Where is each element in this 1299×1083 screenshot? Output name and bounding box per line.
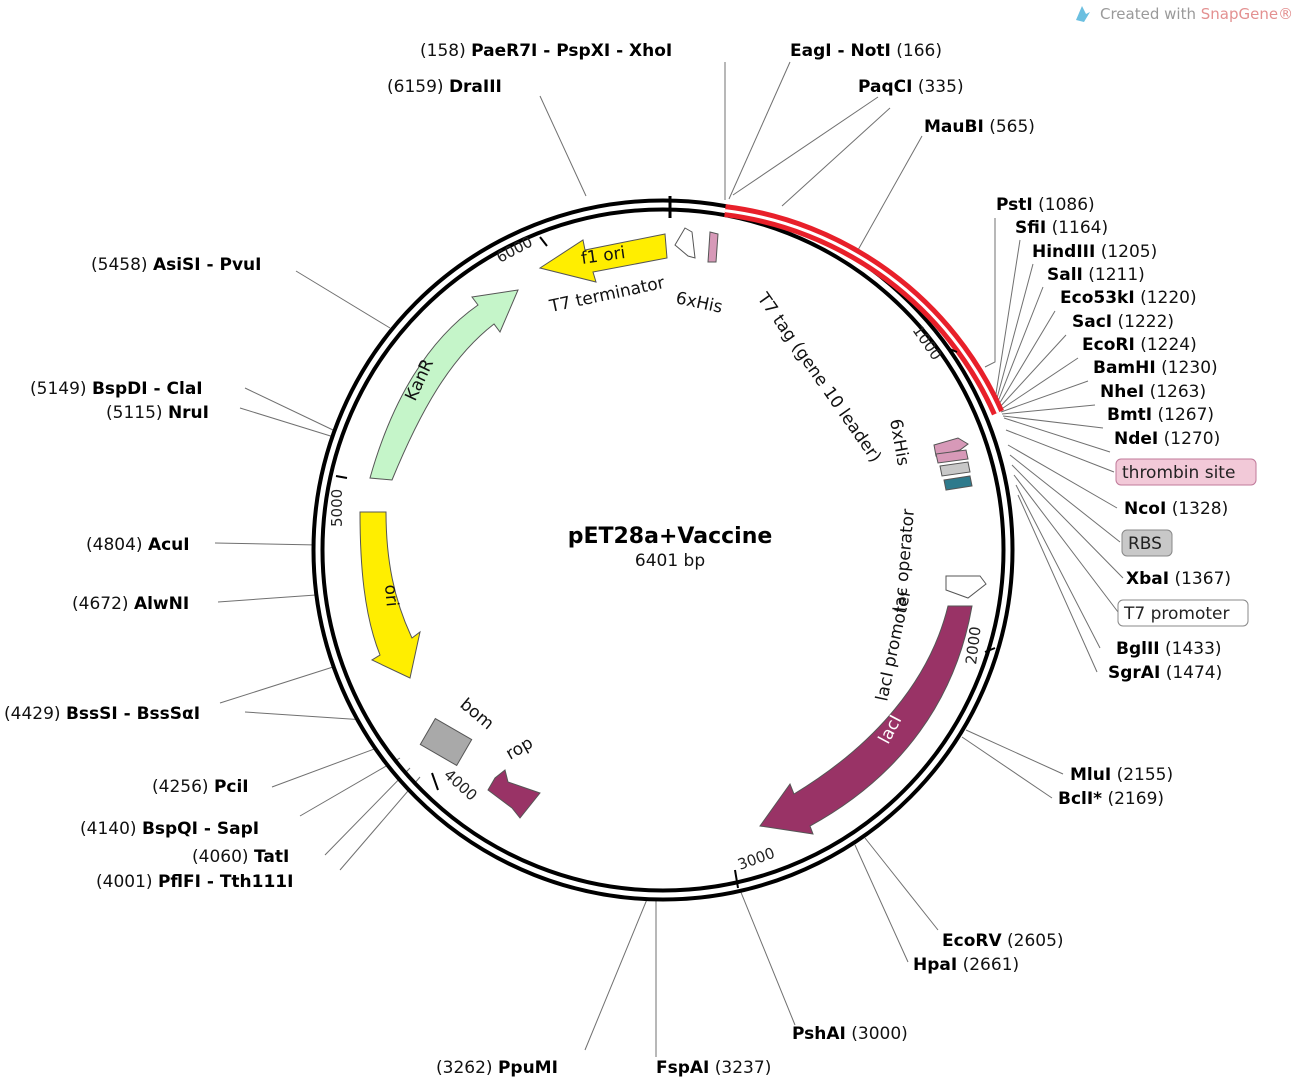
site-bamhi: BamHI (1230) — [1093, 358, 1218, 378]
tick-label-5000: 5000 — [328, 489, 346, 527]
snapgene-logo-icon — [1076, 6, 1090, 22]
site-pcii: (4256) PciI — [152, 777, 249, 797]
site-bmti: BmtI (1267) — [1107, 405, 1214, 425]
rbs-box — [939, 461, 971, 477]
laci-arrow — [759, 605, 973, 835]
site-paer7i: (158) PaeR7I - PspXI - XhoI — [420, 41, 672, 61]
tick-marks — [335, 236, 996, 889]
svg-text:thrombin site: thrombin site — [1122, 463, 1235, 483]
site-asisi: (5458) AsiSI - PvuI — [91, 255, 261, 275]
features — [359, 227, 987, 835]
site-nhei: NheI (1263) — [1100, 382, 1206, 402]
f1-ori-arrow — [538, 233, 668, 283]
site-ppumi: (3262) PpuMI — [436, 1058, 558, 1078]
lac-operator-arrow — [945, 575, 987, 599]
6xhis-top-box — [707, 231, 719, 263]
bom-box — [419, 717, 473, 767]
site-ecorv: EcoRV (2605) — [942, 931, 1064, 951]
label-laci-promoter: lacI promoter — [872, 588, 915, 703]
boxed-labels: thrombin site RBS T7 promoter — [1115, 458, 1257, 627]
svg-text:Created with SnapGene®: Created with SnapGene® — [1100, 5, 1293, 23]
insert-features-stack — [933, 437, 973, 491]
site-eco53ki: Eco53kI (1220) — [1060, 288, 1197, 308]
leader-lines — [214, 61, 1124, 1057]
rop-arrow — [487, 769, 541, 819]
label-t7-terminator: T7 terminator — [547, 273, 667, 317]
site-ncoi: NcoI (1328) — [1124, 499, 1228, 519]
rbs-label: RBS — [1121, 529, 1173, 557]
site-eagi: EagI - NotI (166) — [790, 41, 942, 61]
site-sali: SalI (1211) — [1047, 265, 1145, 285]
site-sgrai: SgrAI (1474) — [1108, 663, 1222, 683]
site-hindiii: HindIII (1205) — [1032, 242, 1157, 262]
tick-label-3000: 3000 — [735, 844, 777, 874]
plasmid-name: pET28a+Vaccine — [568, 524, 773, 549]
restriction-sites: (158) PaeR7I - PspXI - XhoI EagI - NotI … — [4, 41, 1231, 1078]
label-t7-tag: T7 tag (gene 10 leader) — [752, 289, 885, 467]
site-bsssi: (4429) BssSI - BssSαI — [4, 704, 200, 724]
backbone-ring — [311, 198, 1015, 902]
site-paqci: PaqCI (335) — [858, 77, 964, 97]
site-bspqi: (4140) BspQI - SapI — [80, 819, 259, 839]
site-nrui: (5115) NruI — [106, 403, 209, 423]
site-ndei: NdeI (1270) — [1114, 429, 1220, 449]
site-mlui: MluI (2155) — [1070, 765, 1173, 785]
label-6xhis-mid: 6xHis — [885, 417, 913, 467]
site-alwni: (4672) AlwNI — [72, 594, 189, 614]
label-ori: ori — [380, 584, 402, 608]
thrombin-site-box — [935, 449, 969, 464]
site-pshai: PshAI (3000) — [792, 1024, 908, 1044]
label-rop: rop — [503, 733, 537, 764]
site-saci: SacI (1222) — [1072, 312, 1174, 332]
watermark-prefix: Created with — [1100, 5, 1201, 23]
svg-text:T7 promoter: T7 promoter — [1123, 604, 1230, 624]
svg-text:RBS: RBS — [1128, 534, 1162, 554]
site-sfii: SfiI (1164) — [1015, 218, 1108, 238]
site-maubi: MauBI (565) — [924, 117, 1035, 137]
site-fspai: FspAI (3237) — [656, 1058, 771, 1078]
t7-terminator-arrow — [674, 227, 696, 259]
kanr-arrow — [369, 289, 519, 481]
plasmid-size: 6401 bp — [635, 551, 705, 571]
site-draiii: (6159) DraIII — [387, 77, 502, 97]
site-bglii: BglII (1433) — [1116, 639, 1222, 659]
watermark-brand: SnapGene® — [1201, 5, 1293, 23]
site-tati: (4060) TatI — [192, 847, 289, 867]
site-acui: (4804) AcuI — [86, 535, 190, 555]
site-bspdi: (5149) BspDI - ClaI — [30, 379, 203, 399]
thrombin-site-label: thrombin site — [1115, 458, 1257, 486]
insert-segment — [724, 204, 1004, 416]
tick-label-4000: 4000 — [440, 766, 480, 805]
tick-label-2000: 2000 — [962, 625, 985, 665]
site-xbai: XbaI (1367) — [1126, 569, 1231, 589]
label-6xhis-top: 6xHis — [674, 288, 725, 317]
snapgene-watermark: Created with SnapGene® — [1076, 5, 1293, 23]
t7-promoter-box — [943, 475, 973, 491]
label-bom: bom — [456, 695, 498, 735]
site-psti: PstI (1086) — [996, 195, 1095, 215]
site-bcli: BclI* (2169) — [1058, 789, 1164, 809]
center-label: pET28a+Vaccine 6401 bp — [568, 524, 773, 571]
site-pflfi: (4001) PflFI - Tth111I — [96, 872, 293, 892]
site-ecori: EcoRI (1224) — [1082, 335, 1197, 355]
t7-promoter-label: T7 promoter — [1117, 599, 1249, 627]
ori-arrow — [359, 511, 421, 679]
site-hpai: HpaI (2661) — [913, 955, 1019, 975]
